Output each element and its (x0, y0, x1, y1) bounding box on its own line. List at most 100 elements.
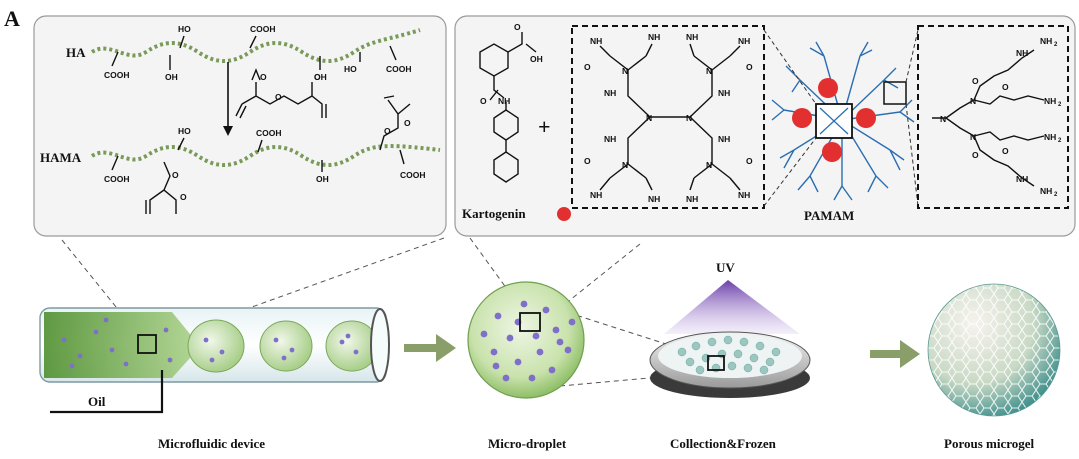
petri-dish (649, 331, 811, 398)
plus-sign: + (538, 114, 551, 139)
svg-text:O: O (180, 192, 187, 202)
process-arrow-2 (870, 340, 920, 368)
svg-text:2: 2 (1054, 42, 1058, 48)
pamam-core-center (819, 107, 849, 135)
caption-micro-droplet: Micro-droplet (488, 436, 567, 451)
pamam-branch-zoom-box (883, 81, 907, 105)
svg-text:O: O (584, 62, 591, 72)
kartogenin-label: Kartogenin (462, 206, 526, 221)
svg-text:NH: NH (1016, 48, 1028, 58)
pamam-core-box (571, 25, 765, 209)
svg-text:COOH: COOH (386, 64, 412, 74)
ha-hama-panel: HA HAMA COOH HO OH COOH OH HO COOH (33, 15, 447, 237)
svg-text:O: O (972, 150, 979, 160)
svg-text:COOH: COOH (400, 170, 426, 180)
methacrylic-anhydride: O O O (235, 68, 327, 119)
svg-text:O: O (172, 170, 179, 180)
svg-text:O: O (384, 126, 391, 136)
svg-text:N: N (970, 132, 976, 142)
svg-text:NH: NH (1044, 132, 1056, 142)
oil-label: Oil (88, 394, 106, 409)
svg-text:NH: NH (590, 36, 602, 46)
process-arrow-1 (404, 334, 456, 362)
kartogenin-marker (557, 207, 571, 221)
svg-text:NH: NH (590, 190, 602, 200)
porous-microgel (927, 283, 1061, 417)
svg-text:NH: NH (686, 32, 698, 42)
svg-text:O: O (275, 92, 282, 102)
svg-text:O: O (746, 156, 753, 166)
svg-text:O: O (260, 72, 267, 82)
caption-collection-frozen: Collection&Frozen (670, 436, 777, 451)
svg-text:NH: NH (498, 96, 510, 106)
caption-porous-microgel: Porous microgel (944, 436, 1035, 451)
core-zoom-lines (763, 29, 817, 207)
pamam-label: PAMAM (804, 208, 854, 223)
svg-text:NH: NH (1040, 186, 1052, 196)
svg-text:NH: NH (1016, 174, 1028, 184)
caption-microfluidic-device: Microfluidic device (158, 436, 265, 451)
svg-text:N: N (646, 113, 652, 123)
uv-light-cone (664, 280, 800, 334)
svg-text:O: O (514, 22, 521, 32)
svg-text:NH: NH (604, 88, 616, 98)
svg-text:OH: OH (314, 72, 327, 82)
svg-text:O: O (972, 76, 979, 86)
svg-text:NH: NH (718, 134, 730, 144)
hama-polymer-chain (90, 144, 441, 167)
ha-polymer-chain (90, 28, 421, 63)
svg-text:COOH: COOH (104, 70, 130, 80)
svg-text:N: N (970, 96, 976, 106)
oil-inlet-line (50, 370, 164, 414)
svg-text:HO: HO (178, 126, 191, 136)
ha-substituents: COOH HO OH COOH OH HO COOH (104, 24, 412, 82)
svg-text:2: 2 (1058, 102, 1062, 108)
pamam-branch-box (917, 25, 1069, 209)
svg-text:OH: OH (165, 72, 178, 82)
svg-text:NH: NH (686, 194, 698, 204)
reaction-arrow-head (223, 126, 233, 136)
panel-letter: A (4, 6, 20, 31)
svg-text:OH: OH (530, 54, 543, 64)
svg-text:N: N (706, 66, 712, 76)
svg-text:NH: NH (1044, 96, 1056, 106)
svg-text:COOH: COOH (256, 128, 282, 138)
uv-label: UV (716, 260, 735, 275)
hama-label: HAMA (40, 150, 82, 165)
svg-text:NH: NH (648, 32, 660, 42)
pamam-core-structure: N N N N N N NH NH NH NH O O NH NH NH NH … (584, 32, 753, 204)
svg-text:NH: NH (1040, 36, 1052, 46)
svg-text:COOH: COOH (104, 174, 130, 184)
svg-text:2: 2 (1054, 192, 1058, 198)
svg-text:N: N (706, 160, 712, 170)
svg-text:O: O (584, 156, 591, 166)
svg-text:N: N (686, 113, 692, 123)
svg-text:O: O (480, 96, 487, 106)
svg-text:HO: HO (344, 64, 357, 74)
svg-text:O: O (314, 72, 321, 82)
svg-text:O: O (1002, 146, 1009, 156)
svg-text:O: O (1002, 82, 1009, 92)
svg-text:NH: NH (718, 88, 730, 98)
svg-text:HO: HO (178, 24, 191, 34)
svg-text:O: O (404, 118, 411, 128)
kartogenin-pamam-panel: O OH O NH Kartogenin + N N N N (454, 15, 1076, 237)
microfluidic-device (39, 307, 390, 383)
svg-text:COOH: COOH (250, 24, 276, 34)
ha-label: HA (66, 45, 86, 60)
kartogenin-structure: O OH O NH (479, 22, 543, 183)
svg-text:OH: OH (316, 174, 329, 184)
svg-text:N: N (622, 66, 628, 76)
hama-substituents: COOH HO COOH OH COOH O O O O (104, 95, 426, 214)
pamam-branch-structure: N N N O O O O NH NH 2 NH 2 NH NH 2 NH 2 (932, 36, 1062, 198)
svg-text:N: N (622, 160, 628, 170)
svg-text:NH: NH (738, 190, 750, 200)
kartogenin-loaded-spheres (792, 78, 876, 162)
svg-text:O: O (746, 62, 753, 72)
svg-text:2: 2 (1058, 138, 1062, 144)
branch-zoom-lines (905, 29, 919, 207)
micro-droplet (467, 281, 585, 399)
svg-text:NH: NH (648, 194, 660, 204)
svg-text:N: N (940, 114, 946, 124)
